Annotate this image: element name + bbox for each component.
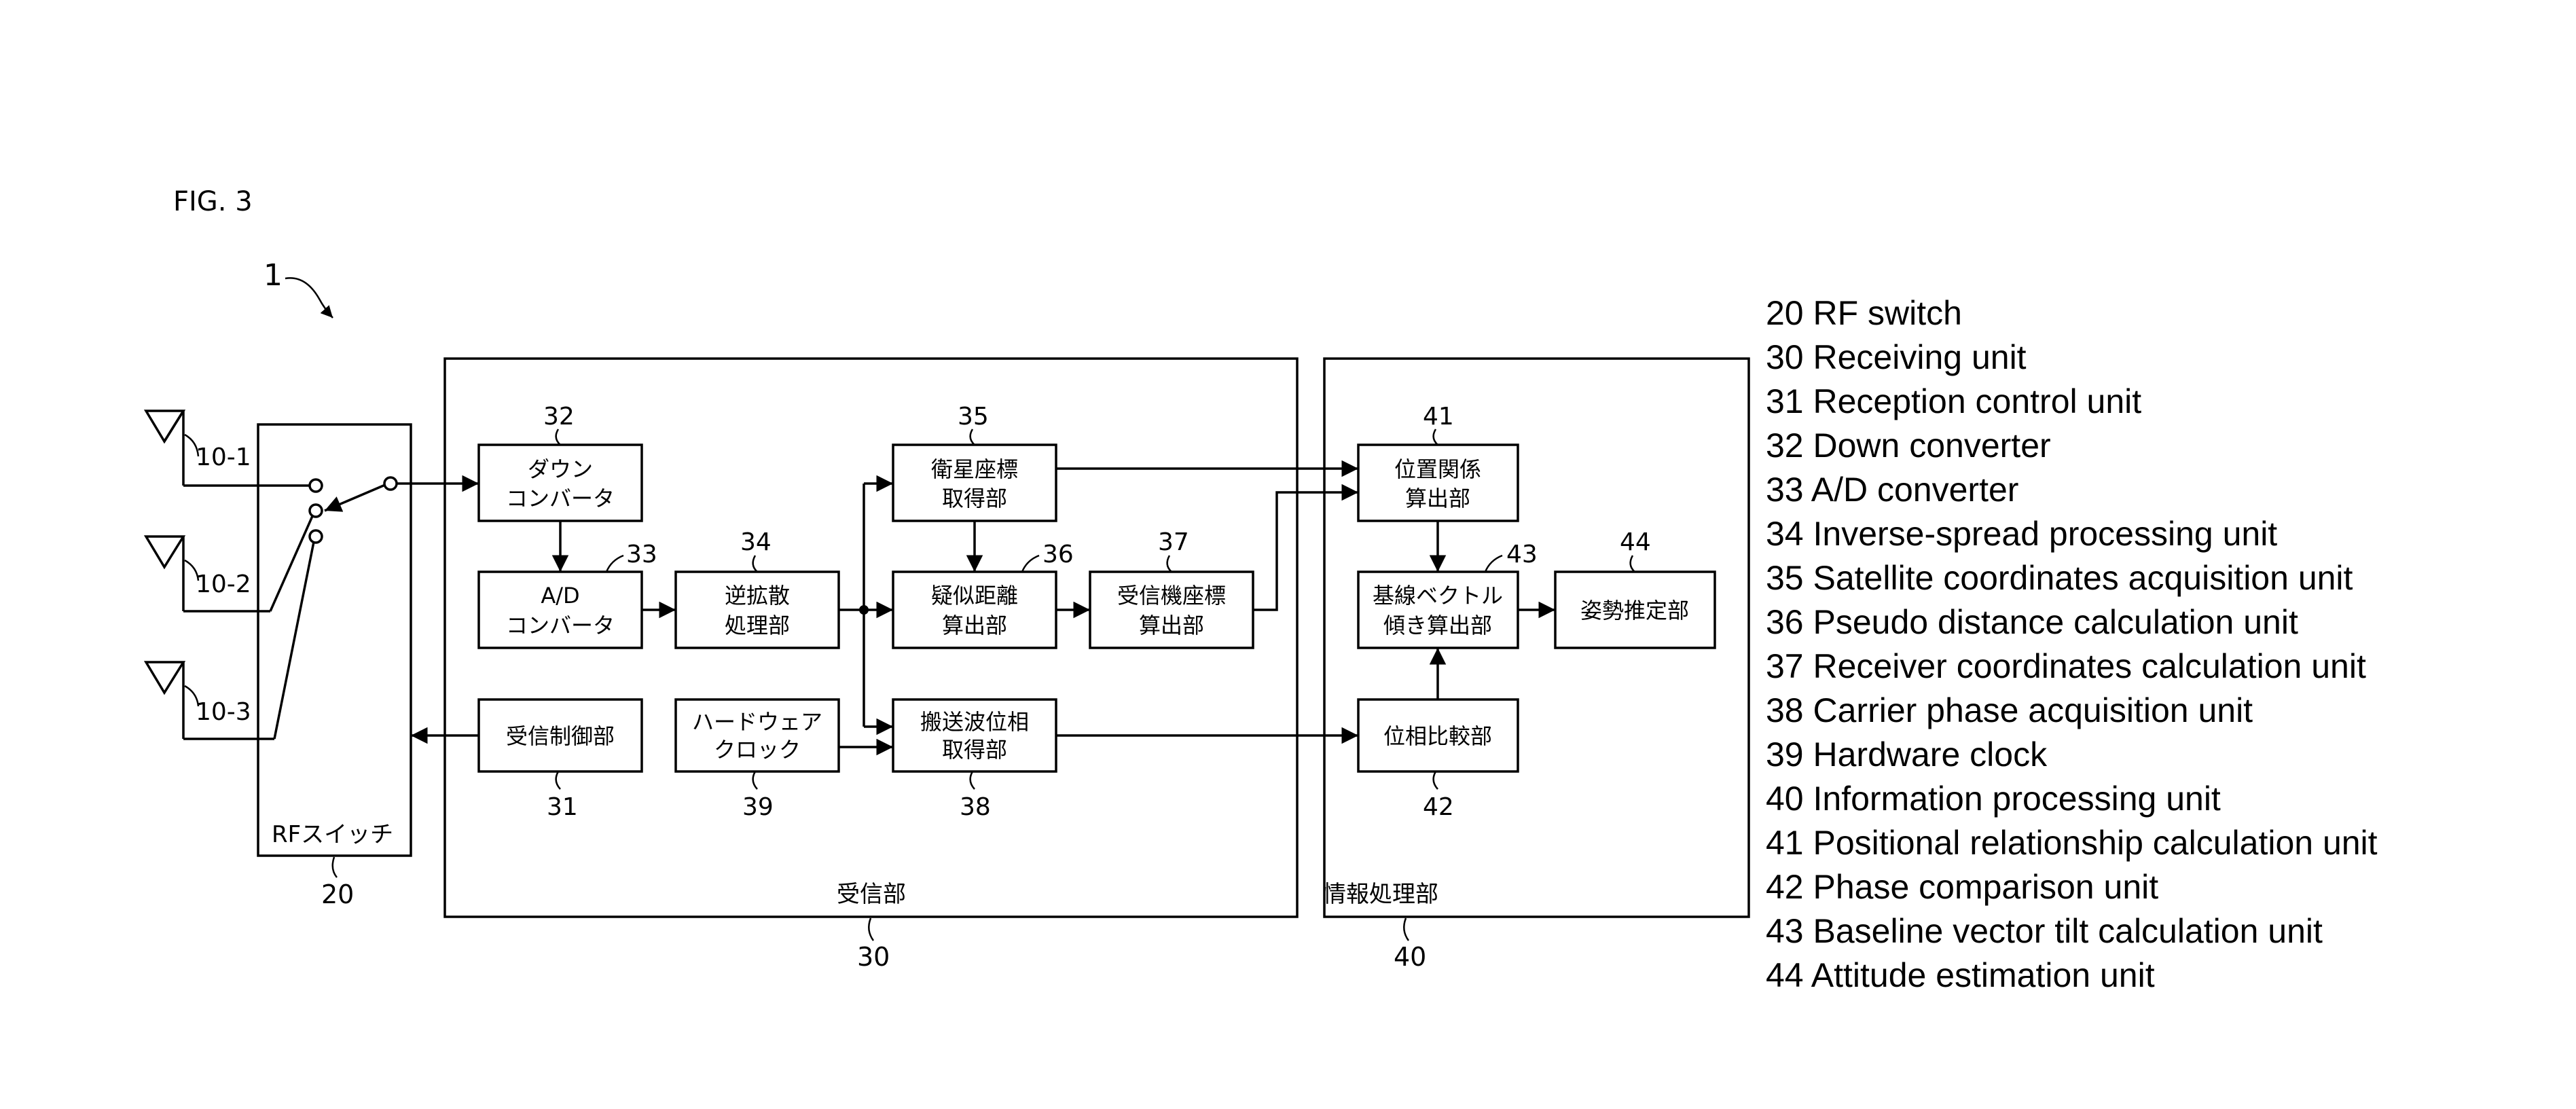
block-text: コンバータ [506,486,615,511]
block-text: コンバータ [506,613,615,638]
antenna-label: 10-1 [196,443,251,471]
block-ref: 34 [740,528,772,556]
legend-item: 31 Reception control unit [1766,382,2141,420]
legend-item: 37 Receiver coordinates calculation unit [1766,647,2366,685]
block-text: ダウン [528,456,593,482]
legend-item: 36 Pseudo distance calculation unit [1766,603,2298,641]
antenna-label: 10-3 [196,698,251,726]
block-text: 受信制御部 [506,723,615,749]
block-inverse-spread: 逆拡散 処理部 34 [674,528,840,649]
legend-item: 30 Receiving unit [1766,338,2027,376]
block-ref: 42 [1423,793,1454,821]
antenna-10-1: 10-1 [143,410,309,487]
antenna-10-3: 10-3 [143,661,274,740]
block-text: 姿勢推定部 [1580,598,1689,623]
block-satellite-coords: 衛星座標 取得部 35 [892,403,1057,522]
legend-item: 44 Attitude estimation unit [1766,956,2155,994]
legend-item: 39 Hardware clock [1766,735,2048,774]
block-text: 算出部 [1405,486,1470,511]
block-receiver-coords: 受信機座標 算出部 37 [1089,528,1254,649]
block-text: 搬送波位相 [920,709,1029,735]
block-text: クロック [714,737,801,763]
block-ref: 36 [1042,541,1074,568]
block-text: 位置関係 [1394,456,1481,482]
system-ref-arrow [285,277,333,319]
antenna-10-2: 10-2 [143,535,270,613]
receiving-unit: 受信部 30 [443,357,1299,972]
block-pseudo-distance: 疑似距離 算出部 36 [892,541,1074,649]
block-ref: 39 [742,793,774,821]
block-text: ハードウェア [692,709,822,735]
block-ref: 41 [1423,403,1454,431]
block-reception-control: 受信制御部 31 [477,698,643,821]
block-ref: 37 [1158,528,1189,556]
block-text: A/D [541,583,579,608]
rf-switch-label: RFスイッチ [272,821,393,848]
block-text: 取得部 [942,737,1007,763]
block-down-converter: ダウン コンバータ 32 [477,403,643,522]
block-ad-converter: A/D コンバータ 33 [477,541,657,649]
block-text: 逆拡散 [725,583,790,608]
block-text: 処理部 [725,613,790,638]
legend-item: 20 RF switch [1766,294,1962,332]
block-ref: 44 [1620,528,1651,556]
legend-item: 35 Satellite coordinates acquisition uni… [1766,559,2353,597]
block-baseline-vector-tilt: 基線ベクトル 傾き算出部 43 [1357,541,1538,649]
block-ref: 33 [626,541,657,568]
info-unit-ref: 40 [1394,942,1426,972]
legend-item: 33 A/D converter [1766,471,2018,509]
legend: 20 RF switch 30 Receiving unit 31 Recept… [1766,294,2378,994]
block-ref: 35 [958,403,989,431]
legend-item: 40 Information processing unit [1766,780,2221,818]
system-ref: 1 [264,258,283,293]
info-processing-unit: 情報処理部 40 [1323,357,1750,972]
legend-item: 41 Positional relationship calculation u… [1766,824,2378,862]
block-positional-relationship: 位置関係 算出部 41 [1357,403,1519,522]
block-phase-comparison: 位相比較部 42 [1357,698,1519,821]
block-text: 傾き算出部 [1383,613,1492,638]
block-ref: 32 [543,403,575,431]
legend-item: 38 Carrier phase acquisition unit [1766,691,2253,729]
block-ref: 43 [1506,541,1538,568]
block-attitude-estimation: 姿勢推定部 44 [1554,528,1716,649]
info-unit-label: 情報処理部 [1323,881,1438,908]
legend-item: 34 Inverse-spread processing unit [1766,515,2277,553]
block-carrier-phase: 搬送波位相 取得部 38 [892,698,1057,821]
block-ref: 38 [960,793,991,821]
block-text: 基線ベクトル [1373,583,1503,608]
legend-item: 42 Phase comparison unit [1766,868,2158,906]
receiving-unit-label: 受信部 [837,881,906,908]
block-ref: 31 [547,793,578,821]
figure-label: FIG. 3 [173,186,253,217]
rf-switch-ref: 20 [321,879,354,909]
block-text: 位相比較部 [1383,723,1492,749]
block-text: 取得部 [942,486,1007,511]
connections [397,460,1555,756]
receiving-unit-ref: 30 [857,942,890,972]
block-text: 衛星座標 [931,456,1018,482]
block-text: 疑似距離 [931,583,1018,608]
link-37-to-41 [1253,484,1358,611]
legend-item: 32 Down converter [1766,426,2051,465]
block-text: 受信機座標 [1117,583,1226,608]
block-text: 算出部 [1139,613,1204,638]
rf-switch: RFスイッチ 20 [257,423,412,909]
block-hardware-clock: ハードウェア クロック 39 [674,698,840,821]
block-text: 算出部 [942,613,1007,638]
antenna-label: 10-2 [196,570,251,598]
legend-item: 43 Baseline vector tilt calculation unit [1766,912,2323,950]
